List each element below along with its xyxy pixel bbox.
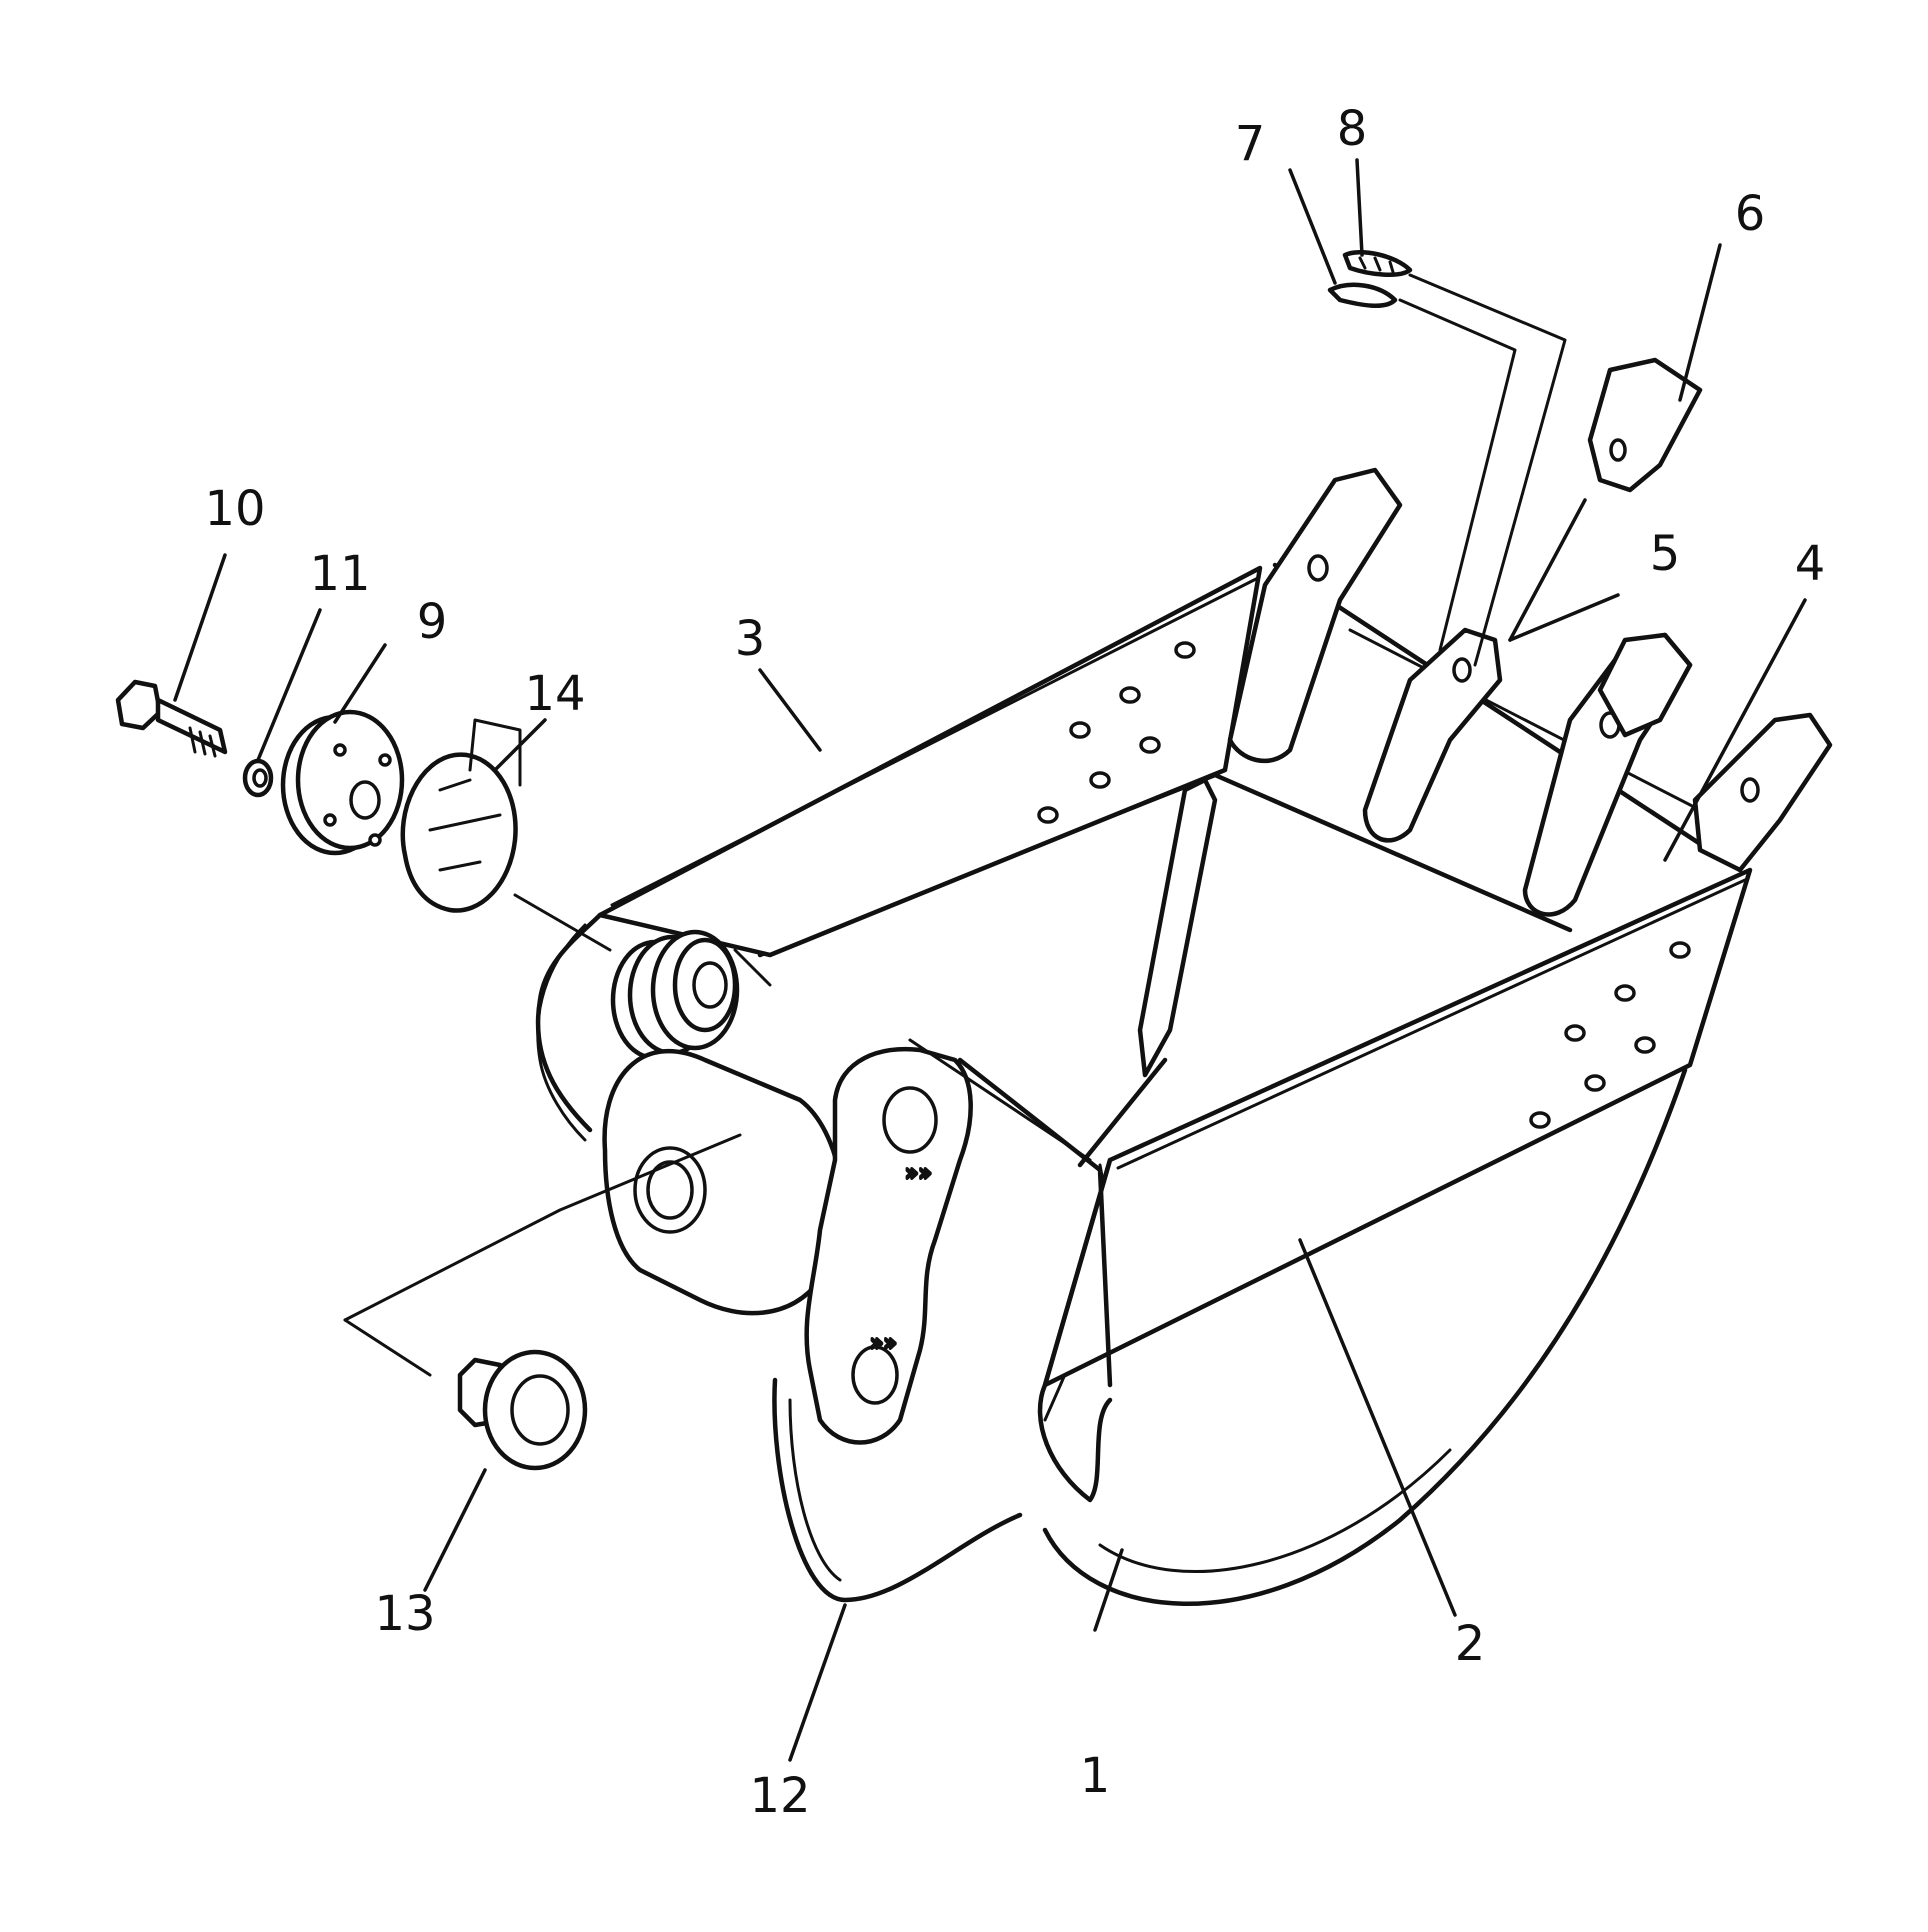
callout-1: 1: [1080, 1748, 1111, 1804]
cutting-edge: [1272, 562, 1743, 873]
callout-13: 13: [374, 1586, 435, 1642]
svg-text:»»: »»: [870, 1331, 897, 1356]
tooth-adapter-4: [1692, 712, 1833, 873]
callout-4: 4: [1795, 536, 1826, 592]
callout-5: 5: [1650, 526, 1681, 582]
side-plate-right: [1037, 867, 1753, 1503]
callout-12: 12: [749, 1768, 810, 1824]
callout-6: 6: [1735, 186, 1766, 242]
bucket-pin: [343, 1133, 742, 1471]
bolt: [115, 679, 228, 758]
retainer-pin: [1327, 282, 1398, 308]
link-plate-front: »» »»: [804, 1038, 1113, 1445]
washer: [242, 758, 274, 798]
pin-boss-left: [610, 929, 772, 1061]
tooth-adapter-2: [1362, 627, 1503, 843]
side-plate-right-holes: [1529, 941, 1691, 1129]
svg-text:»»: »»: [905, 1161, 932, 1186]
retainer-lock: [1342, 250, 1413, 278]
lock-plate: [280, 709, 405, 856]
shim: [400, 718, 612, 952]
callout-8: 8: [1337, 101, 1368, 157]
leader-lines: [173, 158, 1807, 1762]
callout-14: 14: [524, 666, 585, 722]
tooth-adapter-1: [1227, 467, 1403, 764]
tooth-point-top: [1587, 357, 1703, 493]
callout-11: 11: [309, 546, 370, 602]
callout-3: 3: [735, 611, 766, 667]
callout-9: 9: [417, 594, 448, 650]
callout-7: 7: [1235, 116, 1266, 172]
callout-2: 2: [1455, 1616, 1486, 1672]
pin-assembly-lines: [1398, 273, 1567, 667]
center-wear-strip: [1077, 777, 1218, 1168]
side-plate-left-holes: [1037, 641, 1196, 824]
tooth-point-mid: [1597, 632, 1693, 738]
callout-10: 10: [204, 481, 265, 537]
callout-labels: 1 2 3 4 5 6 7 8 9 10 11 12 13 14: [204, 101, 1825, 1824]
